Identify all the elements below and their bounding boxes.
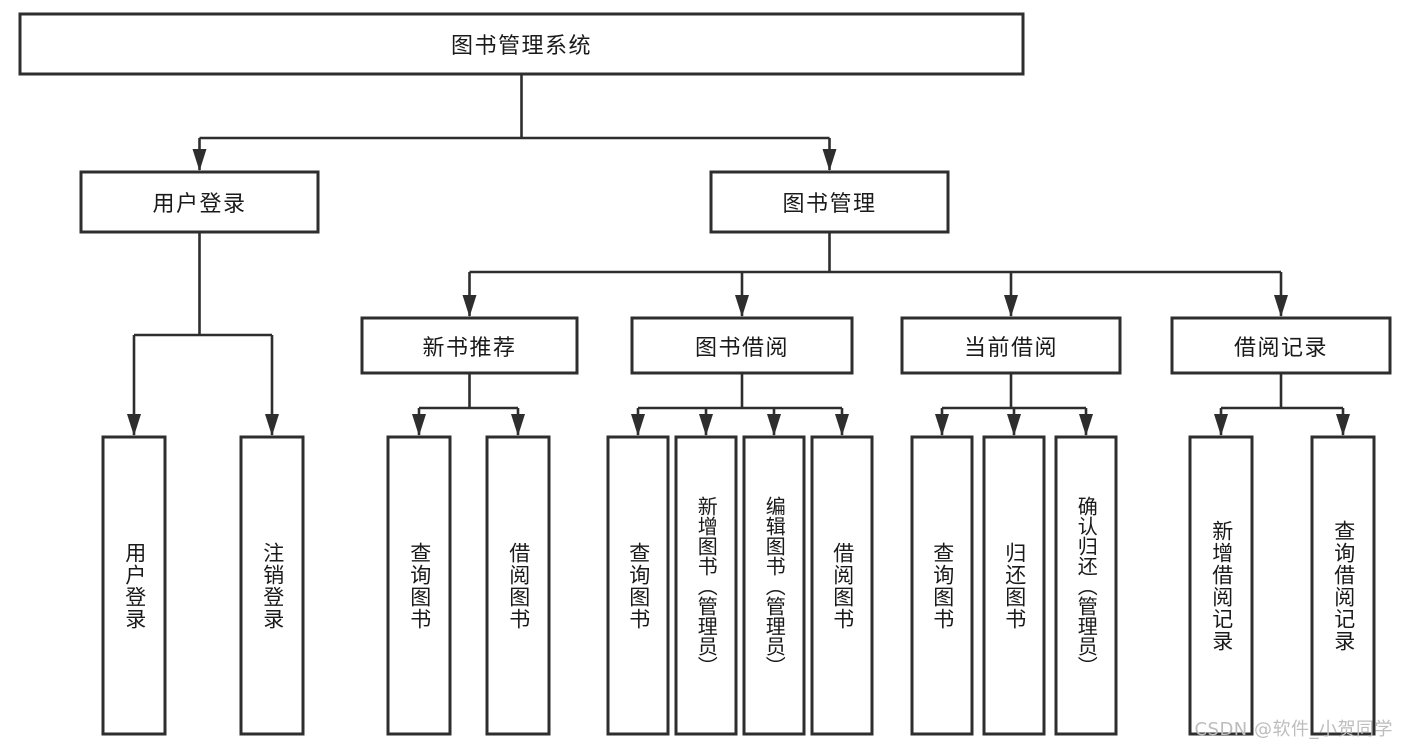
arrow-head-icon [1336, 414, 1350, 436]
node-box-book-borrow[interactable] [630, 316, 854, 375]
arrow-head-icon [835, 414, 849, 436]
node-box-book-manage[interactable] [709, 170, 950, 234]
arrow-head-icon [735, 295, 749, 317]
arrow-head-icon [822, 149, 837, 171]
node-box-leaf-query-borrow-record[interactable] [1310, 435, 1376, 736]
arrow-head-icon [1004, 295, 1018, 317]
arrow-head-icon [412, 414, 426, 436]
node-box-leaf-return-book[interactable] [982, 435, 1046, 736]
arrow-head-icon [462, 295, 477, 317]
arrow-head-icon [127, 414, 141, 436]
arrow-head-icon [631, 414, 645, 436]
node-box-user-login[interactable] [79, 170, 320, 234]
node-box-leaf-query-book-borrow[interactable] [606, 435, 670, 736]
arrow-head-icon [1274, 295, 1288, 317]
node-box-leaf-add-book[interactable] [674, 435, 738, 736]
node-box-leaf-edit-book[interactable] [742, 435, 806, 736]
node-box-leaf-logout-login[interactable] [239, 435, 305, 736]
arrow-head-icon [935, 414, 949, 436]
node-box-leaf-confirm-return[interactable] [1054, 435, 1118, 736]
arrow-head-icon [192, 149, 207, 171]
arrow-head-icon [265, 414, 279, 436]
arrow-head-icon [1214, 414, 1228, 436]
node-box-leaf-borrow-book-recommend[interactable] [485, 435, 551, 736]
node-box-root[interactable] [18, 12, 1025, 76]
watermark-label: CSDN @软件_小贺同学 [1194, 719, 1393, 740]
connectors-layer [127, 74, 1350, 436]
arrow-head-icon [767, 414, 781, 436]
node-boxes-layer [18, 12, 1392, 736]
node-box-leaf-query-book-recommend[interactable] [386, 435, 452, 736]
node-box-leaf-query-book-current[interactable] [910, 435, 974, 736]
node-box-leaf-user-login[interactable] [101, 435, 167, 736]
node-box-new-book-recommend[interactable] [360, 316, 579, 375]
arrow-head-icon [511, 414, 525, 436]
node-box-borrow-record[interactable] [1170, 316, 1392, 375]
arrow-head-icon [1079, 414, 1093, 436]
node-box-leaf-borrow-book[interactable] [810, 435, 874, 736]
arrow-head-icon [1007, 414, 1021, 436]
arrow-head-icon [699, 414, 713, 436]
node-box-leaf-add-borrow-record[interactable] [1188, 435, 1254, 736]
node-box-current-borrow[interactable] [900, 316, 1122, 375]
